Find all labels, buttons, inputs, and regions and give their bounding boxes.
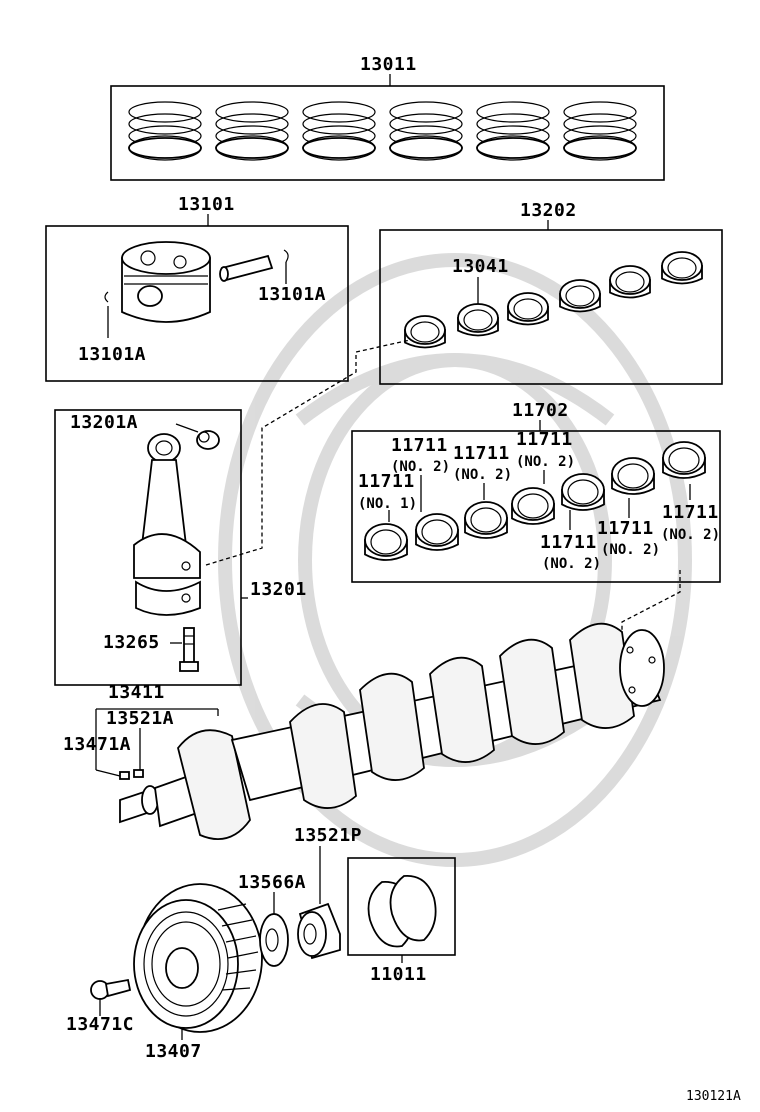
main-bearing-group: 11702 11711 (NO. 1) 11711 (NO. 2) 11711 … [351, 400, 721, 583]
part-number-13471C[interactable]: 13471C [66, 1014, 134, 1035]
piston-ring[interactable] [476, 101, 550, 161]
bearing-label-4-part[interactable]: 11711 [516, 429, 573, 450]
part-number-13201A[interactable]: 13201A [70, 412, 138, 433]
part-number-13566A[interactable]: 13566A [238, 872, 306, 893]
crank-position-rotor[interactable] [259, 913, 289, 967]
crank-pulley-group: 13407 13471C 13566A 13521P 11011 [66, 825, 456, 1062]
bearing-label-6-part[interactable]: 11711 [597, 518, 654, 539]
piston-rings[interactable] [128, 101, 637, 161]
part-number-11011[interactable]: 11011 [370, 964, 427, 985]
connecting-rod-group: 13201A 13201 13265 [54, 409, 307, 686]
main-bearing-shell[interactable] [561, 473, 605, 511]
main-bearings[interactable] [364, 441, 706, 561]
part-number-13265[interactable]: 13265 [103, 632, 160, 653]
part-number-13471A[interactable]: 13471A [63, 734, 131, 755]
rod-bearing-shell[interactable] [404, 315, 446, 349]
connecting-rod-illustration[interactable] [133, 433, 201, 616]
piston-ring-set-group: 13011 [110, 54, 665, 181]
bearing-label-6-note: (NO. 2) [601, 542, 660, 558]
rod-bushing[interactable] [196, 430, 220, 450]
part-number-13411[interactable]: 13411 [108, 682, 165, 703]
part-number-13011[interactable]: 13011 [360, 54, 417, 75]
part-number-13202[interactable]: 13202 [520, 200, 577, 221]
part-number-13101A-right[interactable]: 13101A [258, 284, 326, 305]
bearing-label-2-note: (NO. 2) [391, 459, 450, 475]
bearing-label-2-part[interactable]: 11711 [391, 435, 448, 456]
bearing-label-5-note: (NO. 2) [542, 556, 601, 572]
rod-bolt[interactable] [179, 627, 199, 672]
crank-pulley-illustration[interactable] [133, 883, 263, 1033]
rod-bearing-group: 13202 13041 [379, 200, 723, 385]
bearing-label-3-part[interactable]: 11711 [453, 443, 510, 464]
main-bearing-shell[interactable] [662, 441, 706, 479]
bearing-label-no1-part[interactable]: 11711 [358, 471, 415, 492]
bearing-label-3-note: (NO. 2) [453, 467, 512, 483]
crank-sprocket-pin[interactable] [133, 769, 144, 778]
snap-ring-right[interactable] [283, 249, 289, 263]
piston-illustration[interactable] [121, 241, 211, 323]
part-number-13521P[interactable]: 13521P [294, 825, 362, 846]
piston-group: 13101 13101A 13101A [45, 194, 349, 382]
part-number-13101[interactable]: 13101 [178, 194, 235, 215]
piston-ring[interactable] [563, 101, 637, 161]
piston-pin-illustration[interactable] [219, 254, 274, 282]
part-number-13201[interactable]: 13201 [250, 579, 307, 600]
piston-ring[interactable] [302, 101, 376, 161]
bearing-label-5-part[interactable]: 11711 [540, 532, 597, 553]
part-number-13041[interactable]: 13041 [452, 256, 509, 277]
main-bearing-shell[interactable] [364, 523, 408, 561]
main-bearing-shell[interactable] [511, 487, 555, 525]
piston-ring[interactable] [389, 101, 463, 161]
snap-ring-left[interactable] [104, 291, 109, 303]
rod-bearing-shell[interactable] [507, 292, 549, 326]
piston-ring-set-box [110, 85, 665, 181]
main-bearing-shell[interactable] [415, 513, 459, 551]
rod-bearing-shell[interactable] [661, 251, 703, 285]
main-bearing-shell[interactable] [611, 457, 655, 495]
main-bearing-box [351, 430, 721, 583]
part-number-13101A-left[interactable]: 13101A [78, 344, 146, 365]
bearing-label-7-note: (NO. 2) [661, 527, 720, 543]
thrust-washers[interactable] [367, 875, 437, 948]
crankshaft-illustration[interactable] [119, 622, 665, 840]
connecting-rod-box [54, 409, 242, 686]
pulley-bolt[interactable] [90, 978, 132, 1000]
part-number-13407[interactable]: 13407 [145, 1041, 202, 1062]
bearing-label-4-note: (NO. 2) [516, 454, 575, 470]
rod-bearing-shell[interactable] [457, 303, 499, 337]
part-number-11702[interactable]: 11702 [512, 400, 569, 421]
crank-key-group: 13411 13521A 13471A [63, 682, 219, 780]
piston-ring[interactable] [215, 101, 289, 161]
leader-bearing-to-crank [621, 570, 681, 640]
bearing-label-7-part[interactable]: 11711 [662, 502, 719, 523]
part-number-13521A[interactable]: 13521A [106, 708, 174, 729]
rod-bearings[interactable] [404, 251, 703, 349]
crank-key[interactable] [119, 771, 130, 780]
piston-box [45, 225, 349, 382]
rod-bearing-box [379, 229, 723, 385]
leader-rod-to-bearing [205, 339, 411, 566]
main-bearing-shell[interactable] [464, 501, 508, 539]
piston-ring[interactable] [128, 101, 202, 161]
crank-timing-gear[interactable] [297, 902, 341, 960]
diagram-code: 130121A [686, 1089, 741, 1104]
rod-bearing-shell[interactable] [609, 265, 651, 299]
rod-bearing-shell[interactable] [559, 279, 601, 313]
bearing-label-no1-note: (NO. 1) [358, 496, 417, 512]
